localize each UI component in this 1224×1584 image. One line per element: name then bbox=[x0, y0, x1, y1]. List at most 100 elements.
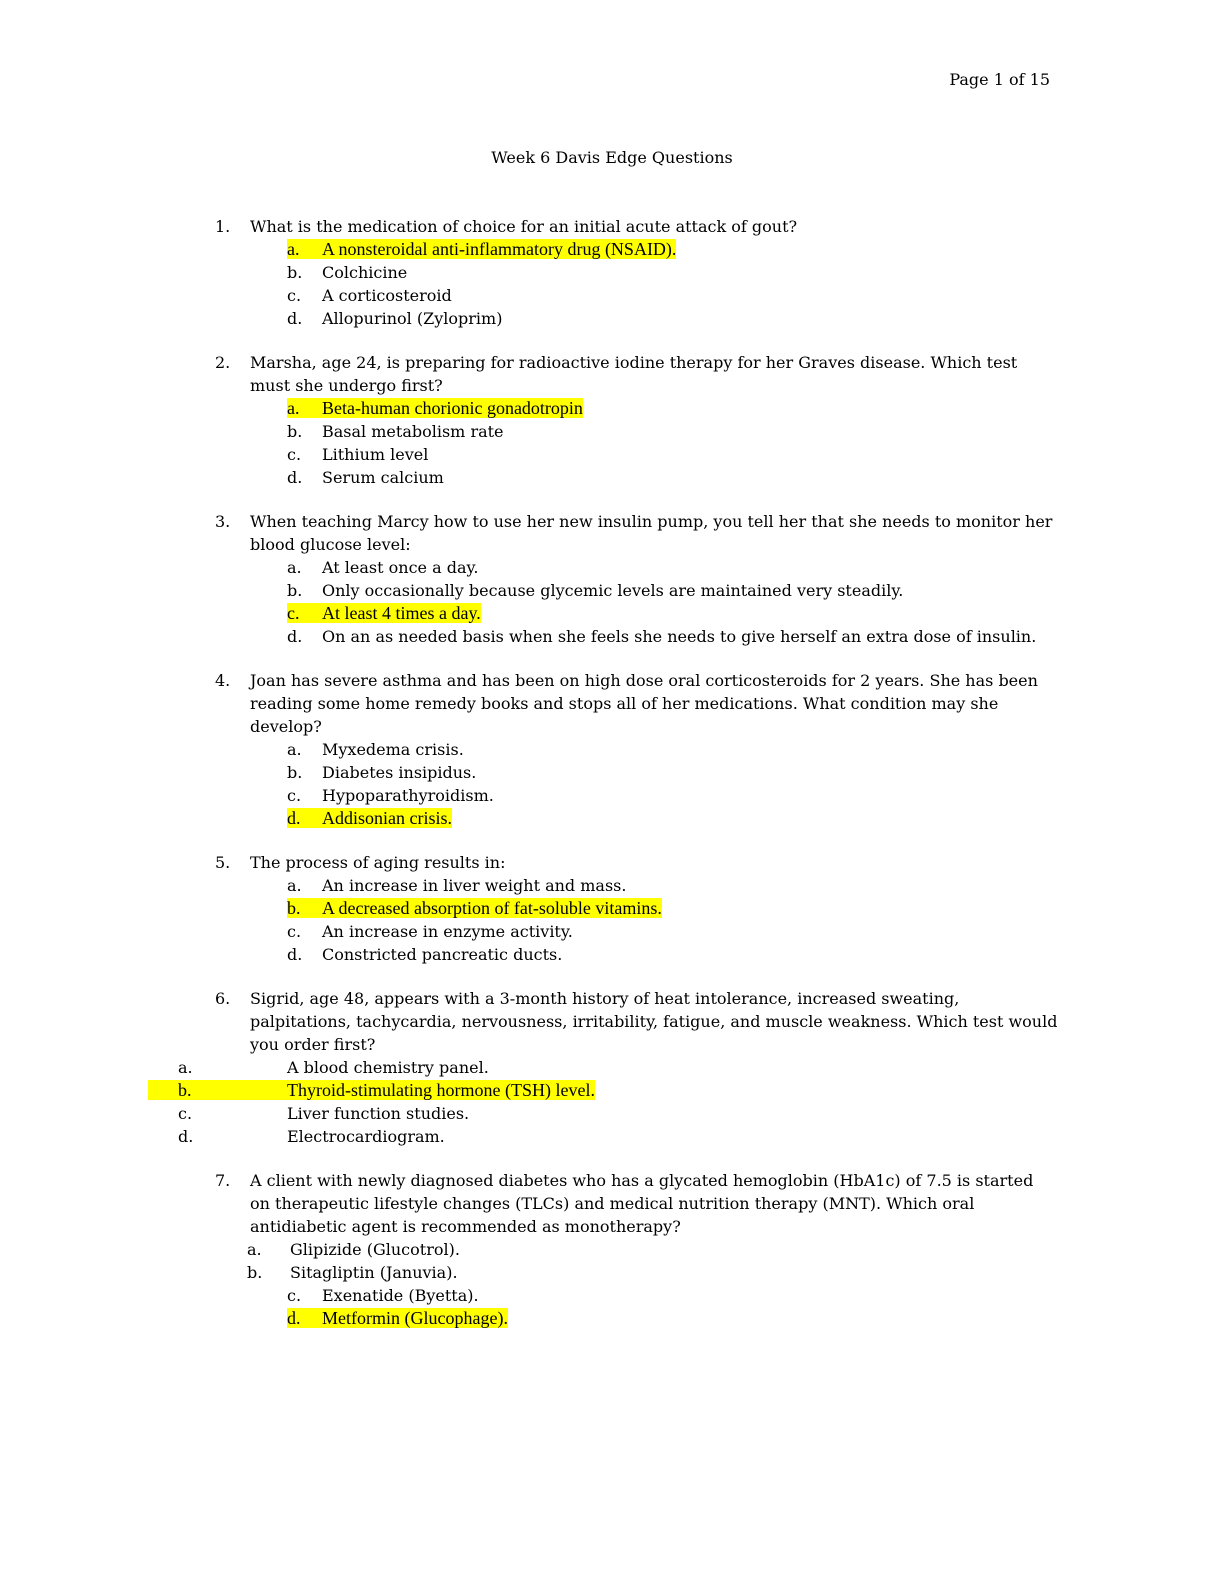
answer-option-line: d. Constricted pancreatic ducts. bbox=[287, 945, 562, 964]
option-text: An increase in enzyme activity. bbox=[322, 922, 573, 941]
option-text: An increase in liver weight and mass. bbox=[322, 876, 627, 895]
option-letter: b. bbox=[178, 1080, 192, 1100]
option-letter: d. bbox=[287, 627, 303, 646]
option-letter: a. bbox=[247, 1240, 262, 1259]
option-letter: c. bbox=[287, 922, 302, 941]
answer-option-line: a.A blood chemistry panel. bbox=[148, 1058, 489, 1077]
answer-option: a. A nonsteroidal anti-inflammatory drug … bbox=[287, 238, 1224, 261]
question-number: 2. bbox=[215, 353, 231, 372]
document-title: Week 6 Davis Edge Questions bbox=[491, 148, 733, 167]
question-text: When teaching Marcy how to use her new i… bbox=[250, 512, 1053, 554]
option-text: Hypoparathyroidism. bbox=[322, 786, 494, 805]
answer-option-line: d.On an as needed basis when she feels s… bbox=[287, 627, 1036, 646]
option-text: A nonsteroidal anti-inflammatory drug (N… bbox=[322, 239, 677, 259]
highlighted-answer: b. A decreased absorption of fat-soluble … bbox=[287, 898, 662, 918]
question-text: Sigrid, age 48, appears with a 3-month h… bbox=[250, 989, 1058, 1054]
option-text: Glipizide (Glucotrol). bbox=[290, 1240, 460, 1259]
answer-option-line: b. Colchicine bbox=[287, 263, 407, 282]
question-number: 5. bbox=[215, 853, 231, 872]
option-letter: a. bbox=[287, 239, 300, 259]
answer-option: a.A blood chemistry panel. bbox=[148, 1056, 1224, 1079]
answer-option-line: c.A corticosteroid bbox=[287, 286, 452, 305]
option-letter: b. bbox=[287, 422, 303, 441]
answer-option-line: c.Lithium level bbox=[287, 445, 428, 464]
highlighted-answer: c.At least 4 times a day. bbox=[287, 603, 481, 623]
question-line: 2. Marsha, age 24, is preparing for radio… bbox=[215, 351, 1164, 397]
option-letter: b. bbox=[287, 898, 301, 918]
option-text: Addisonian crisis. bbox=[322, 808, 452, 828]
question-line: 6. Sigrid, age 48, appears with a 3-month… bbox=[215, 987, 1164, 1056]
question-line: 3. When teaching Marcy how to use her new… bbox=[215, 510, 1164, 556]
answer-option: b. Thyroid-stimulating hormone (TSH) leve… bbox=[148, 1079, 1224, 1102]
option-text: Colchicine bbox=[322, 263, 408, 282]
option-letter: d. bbox=[287, 945, 303, 964]
answer-option-line: a. An increase in liver weight and mass. bbox=[287, 876, 626, 895]
answer-option: d.On an as needed basis when she feels s… bbox=[287, 625, 1224, 648]
question: 3. When teaching Marcy how to use her new… bbox=[0, 510, 1224, 648]
option-letter: c. bbox=[178, 1104, 193, 1123]
answer-option: a.At least once a day. bbox=[287, 556, 1224, 579]
highlighted-answer: b. Thyroid-stimulating hormone (TSH) leve… bbox=[148, 1080, 595, 1100]
option-text: Exenatide (Byetta). bbox=[322, 1286, 479, 1305]
answer-option-line: c.Exenatide (Byetta). bbox=[287, 1286, 479, 1305]
option-text: Allopurinol (Zyloprim) bbox=[322, 309, 503, 328]
highlighted-answer: a. Beta-human chorionic gonadotropin bbox=[287, 398, 583, 418]
answer-option-line: c. An increase in enzyme activity. bbox=[287, 922, 573, 941]
option-text: Basal metabolism rate bbox=[322, 422, 504, 441]
option-letter: b. bbox=[287, 581, 303, 600]
answer-option: b.Diabetes insipidus. bbox=[287, 761, 1224, 784]
option-text: Electrocardiogram. bbox=[287, 1127, 445, 1146]
question-line: 5. The process of aging results in: bbox=[215, 851, 1164, 874]
question-text: Marsha, age 24, is preparing for radioac… bbox=[250, 353, 1018, 395]
option-text: At least 4 times a day. bbox=[322, 603, 481, 623]
answer-option: c.Exenatide (Byetta). bbox=[287, 1284, 1224, 1307]
answer-option: a. An increase in liver weight and mass. bbox=[287, 874, 1224, 897]
question: 6. Sigrid, age 48, appears with a 3-month… bbox=[0, 987, 1224, 1148]
answer-option: a. Beta-human chorionic gonadotropin bbox=[287, 397, 1224, 420]
option-text: A decreased absorption of fat-soluble vi… bbox=[322, 898, 662, 918]
questions-list: 1.What is the medication of choice for a… bbox=[0, 215, 1224, 1330]
answer-option: b. Only occasionally because glycemic lev… bbox=[287, 579, 1224, 602]
page-number-label: Page 1 of 15 bbox=[949, 70, 1050, 89]
option-letter: a. bbox=[287, 876, 302, 895]
option-letter: c. bbox=[287, 445, 302, 464]
question: 1.What is the medication of choice for a… bbox=[0, 215, 1224, 330]
option-letter: b. bbox=[287, 263, 303, 282]
answer-option: d. Addisonian crisis. bbox=[287, 807, 1224, 830]
option-text: Serum calcium bbox=[322, 468, 444, 487]
option-letter: a. bbox=[287, 398, 300, 418]
question: 2. Marsha, age 24, is preparing for radio… bbox=[0, 351, 1224, 489]
highlighted-answer: d. Addisonian crisis. bbox=[287, 808, 452, 828]
option-letter: d. bbox=[287, 1308, 301, 1328]
answer-option-line: b. Basal metabolism rate bbox=[287, 422, 504, 441]
question-line: 7. A client with newly diagnosed diabetes… bbox=[215, 1169, 1164, 1238]
option-text: Only occasionally because glycemic level… bbox=[322, 581, 904, 600]
option-text: Beta-human chorionic gonadotropin bbox=[322, 398, 583, 418]
question-number: 6. bbox=[215, 989, 231, 1008]
option-text: Metformin (Glucophage). bbox=[322, 1308, 508, 1328]
option-text: Constricted pancreatic ducts. bbox=[322, 945, 563, 964]
answer-option-line: a.Myxedema crisis. bbox=[287, 740, 464, 759]
question-number: 7. bbox=[215, 1171, 231, 1190]
question-line: 4.Joan has severe asthma and has been on… bbox=[215, 669, 1164, 738]
answer-option-line: b. Only occasionally because glycemic lev… bbox=[287, 581, 903, 600]
option-letter: d. bbox=[178, 1127, 194, 1146]
answer-option: c.At least 4 times a day. bbox=[287, 602, 1224, 625]
answer-option-line: b.Sitagliptin (Januvia). bbox=[247, 1263, 458, 1282]
answer-option: a. Glipizide (Glucotrol). bbox=[247, 1238, 1224, 1261]
option-letter: d. bbox=[287, 468, 303, 487]
option-text: Myxedema crisis. bbox=[322, 740, 464, 759]
answer-option: c.Lithium level bbox=[287, 443, 1224, 466]
option-letter: c. bbox=[287, 786, 302, 805]
option-text: Diabetes insipidus. bbox=[322, 763, 477, 782]
question-number: 3. bbox=[215, 512, 231, 531]
answer-option: b. Basal metabolism rate bbox=[287, 420, 1224, 443]
option-letter: d. bbox=[287, 808, 301, 828]
answer-option: d.Allopurinol (Zyloprim) bbox=[287, 307, 1224, 330]
answer-option: c. An increase in enzyme activity. bbox=[287, 920, 1224, 943]
question-text: The process of aging results in: bbox=[250, 853, 506, 872]
answer-option: d. Metformin (Glucophage). bbox=[287, 1307, 1224, 1330]
question-text: A client with newly diagnosed diabetes w… bbox=[250, 1171, 1034, 1236]
option-text: Thyroid-stimulating hormone (TSH) level. bbox=[287, 1080, 595, 1100]
